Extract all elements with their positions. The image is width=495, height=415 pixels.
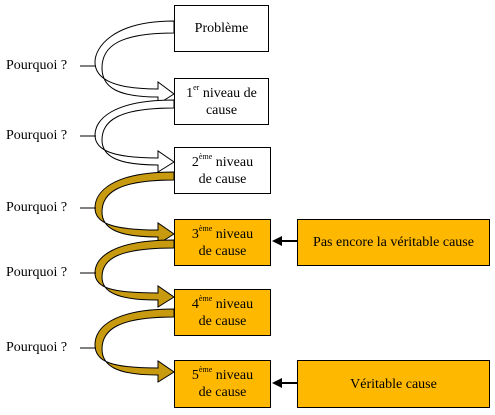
question-label-4: Pourquoi ? [6,265,68,280]
cause-level-4-line2: de cause [198,313,247,329]
cause-level-2-box: 2ème niveau de cause [174,147,271,194]
cause-level-1-line1: 1er niveau de [186,82,257,101]
side-arrow-head-1 [272,236,282,246]
cause-level-5-line2: de cause [198,385,247,400]
cause-level-3-line2: de cause [198,243,247,259]
curved-arrow-4 [94,239,175,308]
true-cause-label: Véritable cause [350,376,437,392]
cause-level-1-box: 1er niveau de cause [174,78,269,125]
cause-level-4-line1: 4ème niveau [191,293,254,312]
cause-level-2-line2: de cause [198,171,247,187]
question-label-2: Pourquoi ? [6,128,68,143]
question-label-1: Pourquoi ? [6,58,68,73]
problem-box: Problème [174,5,269,52]
question-label-5: Pourquoi ? [6,340,68,355]
not-yet-true-cause-label: Pas encore la véritable cause [313,235,474,250]
cause-level-2-line1: 2ème niveau [191,151,254,170]
question-label-3: Pourquoi ? [6,200,68,215]
curved-arrow-3 [94,171,175,245]
cause-level-5-box: 5ème niveau de cause [174,360,271,408]
curved-arrow-1 [94,20,175,105]
curved-arrow-5 [94,308,175,383]
cause-level-3-line1: 3ème niveau [191,223,254,242]
side-arrow-head-2 [272,378,282,388]
curved-arrow-2 [94,99,175,173]
problem-label: Problème [194,21,249,36]
true-cause-box: Véritable cause [297,360,490,408]
not-yet-true-cause-box: Pas encore la véritable cause [297,219,490,266]
cause-level-4-box: 4ème niveau de cause [174,289,271,336]
cause-level-3-box: 3ème niveau de cause [174,219,271,266]
cause-level-5-line1: 5ème niveau [191,365,254,383]
cause-level-1-line2: cause [205,102,238,118]
